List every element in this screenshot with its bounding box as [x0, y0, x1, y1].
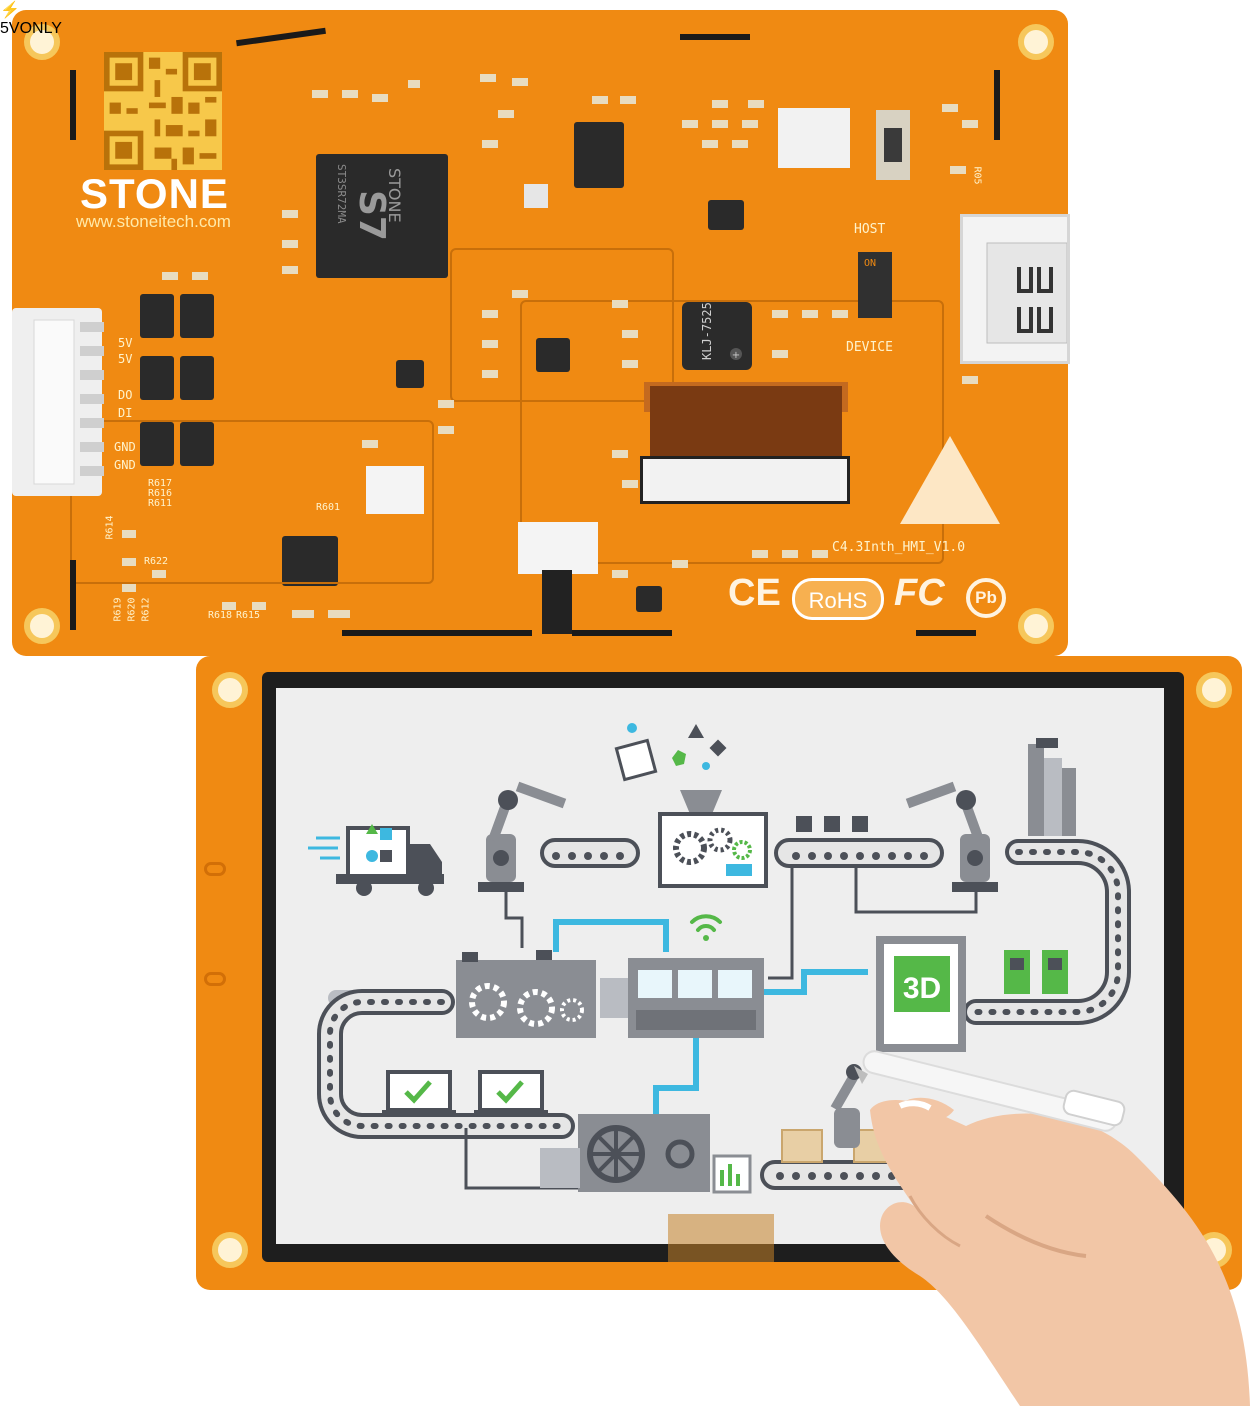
esd-warning-icon — [900, 436, 1000, 524]
resistor-label: R620 — [126, 597, 138, 622]
pcb-trace — [450, 248, 674, 402]
brand-logo: STONE — [80, 170, 229, 217]
board-model: C4.3Inth_HMI_V1.0 — [832, 540, 966, 555]
lead-free-mark: Pb — [966, 578, 1006, 618]
switch-device-label: DEVICE — [846, 340, 893, 355]
ic-chip — [536, 338, 570, 372]
badge-label: 5VONLY — [0, 20, 62, 37]
fcc-mark: FC — [894, 572, 945, 614]
pin-label: 5V — [118, 336, 133, 350]
3d-printer-label: 3D — [903, 972, 941, 1005]
pin-label: DO — [118, 388, 133, 402]
usb-port — [960, 214, 1070, 364]
pcb-trace — [70, 420, 434, 584]
qr-code — [104, 52, 222, 170]
resistor-label: R617 — [148, 478, 173, 489]
hand-with-stylus — [854, 1050, 1250, 1406]
ic-chip — [636, 586, 662, 612]
resistor-label: R601 — [316, 502, 341, 513]
mounting-hole — [1018, 24, 1054, 60]
mosfet — [140, 356, 174, 400]
touch-flex-cable — [668, 1214, 774, 1262]
pin-label: DI — [118, 406, 133, 420]
pin-label: GND — [114, 458, 136, 472]
passive-components — [70, 27, 1000, 636]
mosfet — [180, 294, 214, 338]
ic-chip — [282, 536, 338, 586]
lightning-icon: ⚡ — [0, 2, 20, 19]
resistor-label: R614 — [104, 515, 116, 540]
mounting-hole — [24, 24, 60, 60]
mounting-hole — [24, 608, 60, 644]
inductor-label: KLJ-7525 — [700, 302, 714, 360]
usb-icon — [986, 242, 1068, 344]
host-device-switch — [858, 252, 892, 318]
lead-free-label: Pb — [975, 588, 997, 607]
connector-pins — [33, 319, 104, 485]
mosfet — [180, 422, 214, 466]
resistor-label: R619 — [112, 597, 124, 622]
switch-host-label: HOST — [854, 222, 886, 237]
ic-chip — [574, 122, 624, 188]
mounting-hole — [212, 672, 248, 708]
rohs-mark: RoHS — [792, 578, 884, 620]
mounting-hole — [212, 1232, 248, 1268]
switch-on-label: ON — [864, 258, 877, 269]
resistor-label: R618 — [208, 610, 233, 621]
resistor-label: R615 — [236, 610, 261, 621]
side-slot — [204, 862, 226, 876]
resistor-label: R05 — [971, 166, 983, 185]
ic-chip — [396, 360, 424, 388]
inductor: + — [682, 302, 752, 370]
resistor-label: R611 — [148, 498, 173, 509]
fpc-connector — [640, 456, 850, 504]
mosfet — [140, 294, 174, 338]
mcu-chip — [316, 154, 448, 278]
svg-text:+: + — [732, 350, 740, 361]
side-slot — [204, 972, 226, 986]
mosfet — [180, 356, 214, 400]
mounting-hole — [1018, 608, 1054, 644]
brand-website: www.stoneitech.com — [76, 212, 231, 231]
resistor-label: R622 — [144, 556, 169, 567]
mosfet — [140, 422, 174, 466]
pcb-trace — [520, 300, 944, 564]
mounting-hole — [1196, 672, 1232, 708]
5v-only-badge: ⚡ 5VONLY — [0, 0, 62, 38]
pin-label: GND — [114, 440, 136, 454]
resistor-label: R612 — [140, 597, 152, 622]
resistor-label: R616 — [148, 488, 173, 499]
pin-label: 5V — [118, 352, 133, 366]
ic-chip — [708, 200, 744, 230]
ce-mark: CE — [728, 572, 781, 614]
